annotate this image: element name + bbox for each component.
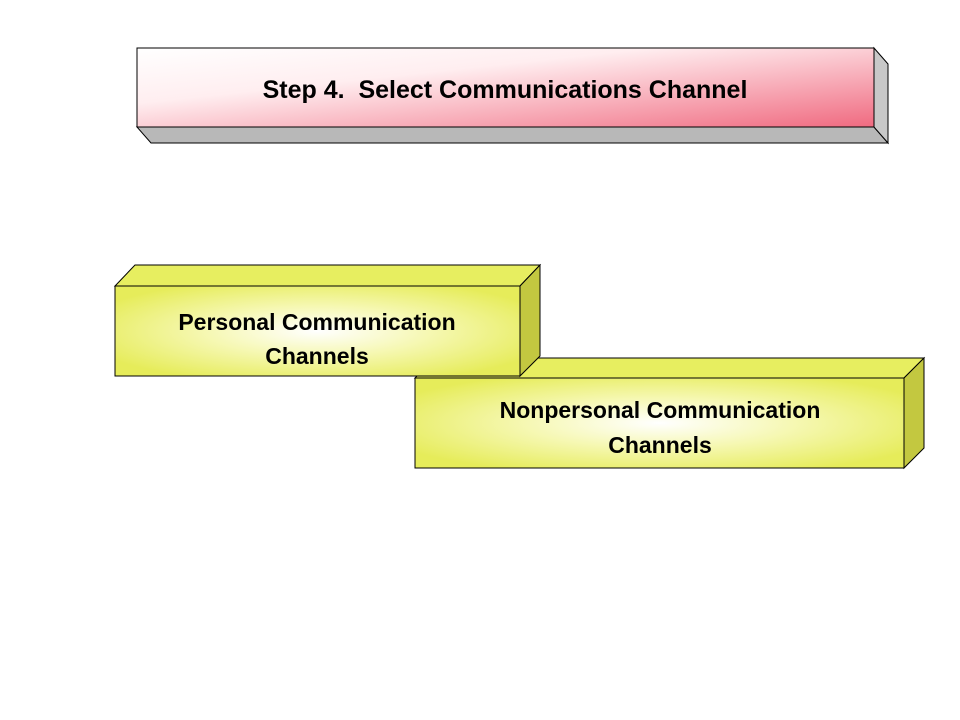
nonpersonal-block-side [903,356,925,470]
personal-channel-label-line2: Channels [265,343,369,369]
nonpersonal-channel-label-line1: Nonpersonal Communication [500,397,821,423]
personal-channel-block: Personal Communication Channels [113,263,542,378]
title-block-face [136,47,875,128]
page-title: Step 4. Select Communications Channel [263,76,748,104]
title-block-right-side [873,46,889,145]
title-block-bottom-side [135,126,890,144]
personal-block-top [113,264,542,287]
title-block: Step 4. Select Communications Channel [135,46,890,145]
nonpersonal-block-face [414,377,905,469]
personal-channel-label-line1: Personal Communication [178,309,455,335]
nonpersonal-channel-block: Nonpersonal Communication Channels [413,356,926,470]
personal-block-face [114,285,521,377]
nonpersonal-channel-label-line2: Channels [608,432,712,458]
